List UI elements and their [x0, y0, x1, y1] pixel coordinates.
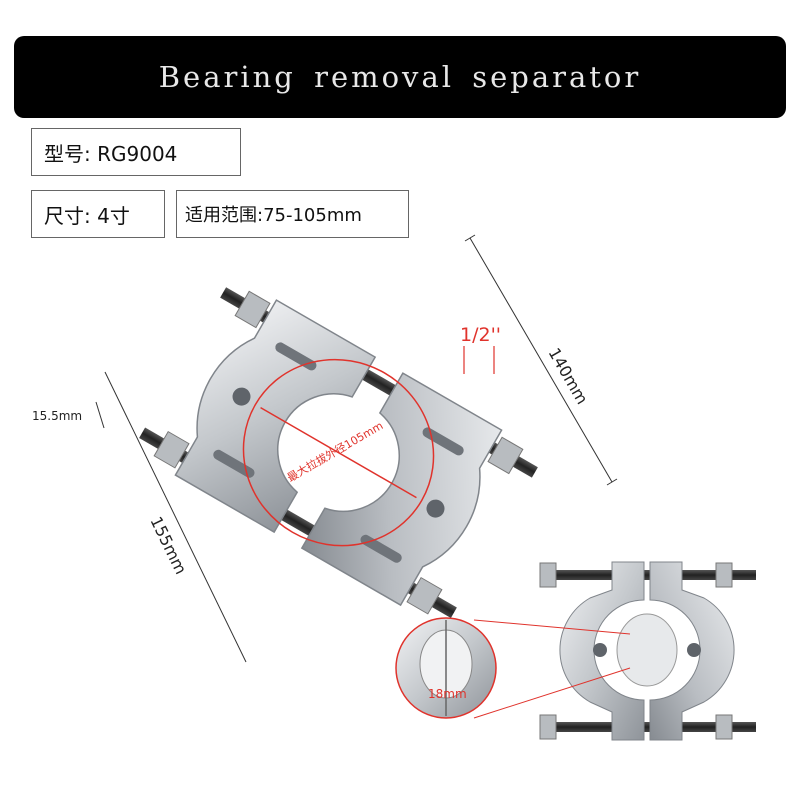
- max-diameter-line: [260, 406, 417, 499]
- dim-height-label: 155mm: [146, 513, 190, 577]
- slot-icon: [213, 449, 255, 478]
- bolt-hole-icon: [426, 499, 445, 518]
- magnifier-detail: 18mm: [395, 617, 631, 719]
- max-diameter-outline: [242, 358, 435, 547]
- bolt-size-label: 1/2'': [460, 324, 501, 346]
- nut-icon: [406, 576, 443, 615]
- dim-width-label: 140mm: [545, 345, 592, 408]
- nut-icon: [153, 430, 190, 469]
- max-diameter-label: 最大拉拔外径105mm: [285, 418, 386, 484]
- separator-main: [139, 287, 538, 618]
- banner-title: Bearing removal separator: [158, 60, 642, 94]
- bolt-hole-icon: [232, 387, 251, 406]
- size-spec: 尺寸: 4寸: [31, 190, 165, 238]
- dim-line-width: [469, 237, 613, 483]
- dim-thickness-label: 15.5mm: [32, 409, 82, 423]
- inset-separator: [539, 561, 756, 741]
- title-banner: Bearing removal separator: [14, 36, 786, 118]
- nut-icon: [234, 290, 271, 329]
- model-spec: 型号: RG9004: [31, 128, 241, 176]
- nut-icon: [487, 436, 524, 475]
- range-spec: 适用范围:75-105mm: [176, 190, 409, 238]
- slot-icon: [422, 427, 464, 456]
- dim-line-height: [104, 371, 247, 663]
- edge-size-label: 18mm: [428, 687, 467, 701]
